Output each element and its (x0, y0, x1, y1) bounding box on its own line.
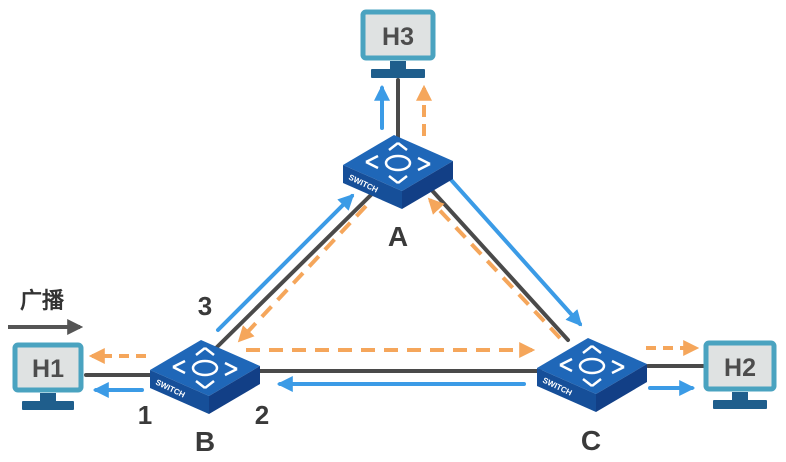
host-h1: H1 (12, 342, 84, 410)
switch-a-label: A (388, 221, 408, 252)
svg-text:H1: H1 (32, 355, 64, 383)
blue-arrow-b-to-a (216, 193, 355, 332)
blue-arrow-a-to-c (442, 170, 583, 327)
link-a-c (426, 184, 570, 342)
switch-arrows-icon (172, 347, 238, 389)
orange-arrow-c-to-a (427, 197, 562, 340)
broadcast-label: 广播 (20, 288, 65, 313)
host-h2: H2 (703, 340, 777, 409)
switch-arrows-icon (559, 345, 625, 387)
monitor-icon (360, 9, 436, 61)
orange-flow (88, 84, 700, 364)
port-2-label: 2 (255, 400, 269, 430)
switch-a: SWITCH (343, 135, 453, 209)
broadcast-indicator: 广播 (8, 288, 84, 335)
switch-b-label: B (195, 426, 215, 457)
monitor-icon (12, 342, 84, 393)
switch-arrows-icon (365, 142, 431, 184)
switch-b: SWITCH (150, 340, 260, 414)
port-1-label: 1 (138, 400, 152, 430)
monitor-icon (703, 340, 777, 392)
svg-text:H3: H3 (382, 23, 414, 51)
blue-flow (92, 84, 696, 398)
switch-c-label: C (581, 425, 601, 456)
link-a-b (212, 186, 380, 352)
switch-c: SWITCH (537, 338, 647, 412)
host-h3: H3 (360, 9, 436, 78)
orange-arrow-a-to-b (237, 204, 368, 343)
port-3-label: 3 (198, 291, 212, 321)
svg-text:H2: H2 (724, 354, 756, 382)
links (84, 78, 707, 377)
